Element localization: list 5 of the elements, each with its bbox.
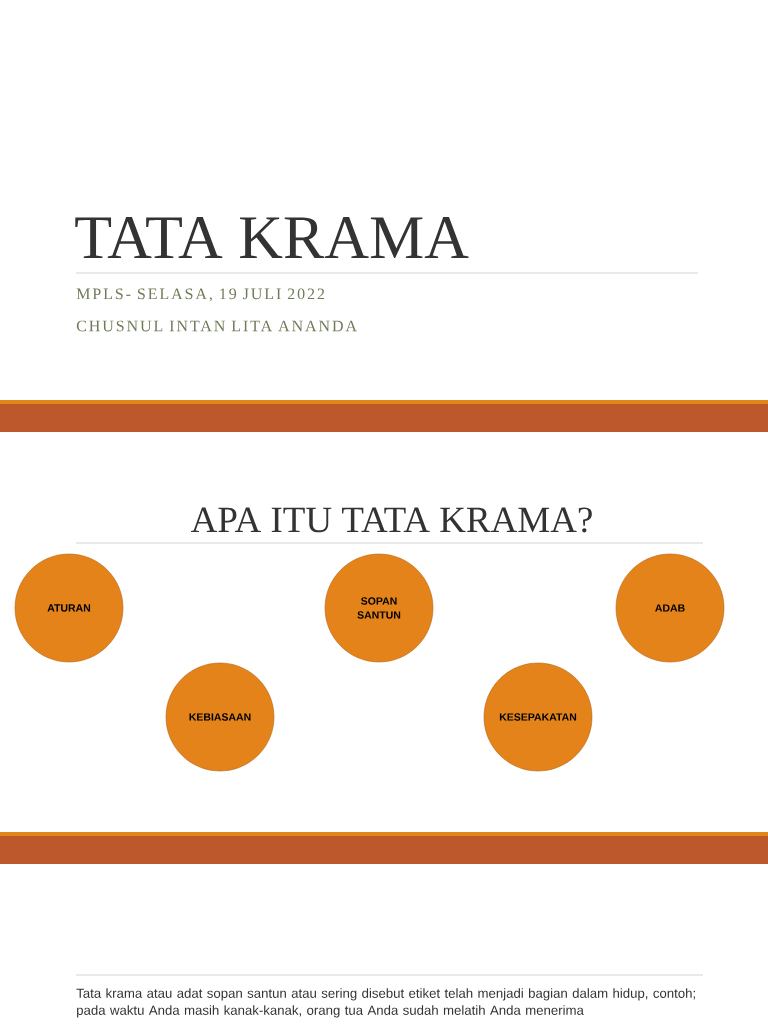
title: TATA KRAMA [75,217,469,258]
paragraph: Tata krama atau adat sopan santun atau sering disebut etiket telah menjadi bagian dalam hidup, contoh; pada waktu Anda masih kanak-kanak, orang tua Anda sudah melatih Anda menerima [76,988,695,1018]
subtitle: MPLS- SELASA, 19 JULI 2022 [76,288,325,302]
heading: APA ITU TATA KRAMA? [190,507,592,533]
subtitle: CHUSNUL INTAN LITA ANANDA [76,320,357,332]
